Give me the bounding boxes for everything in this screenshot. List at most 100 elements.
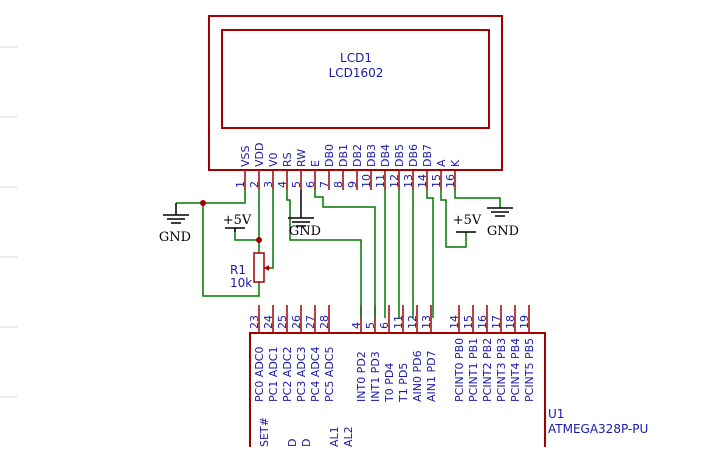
mcu-pin-name: PCINT5 PB5 bbox=[523, 338, 536, 402]
lcd-pin-name: VSS bbox=[239, 145, 252, 167]
lcd-pin-number: 15 bbox=[430, 174, 443, 188]
potentiometer-r1[interactable]: R1 10k bbox=[230, 252, 270, 290]
lcd-pin-number: 12 bbox=[388, 174, 401, 188]
lcd-pin-e: E6 bbox=[304, 160, 322, 190]
mcu-pin-name: PCINT0 PB0 bbox=[453, 338, 466, 402]
mcu-pin-name: PCINT4 PB4 bbox=[509, 338, 522, 402]
mcu-pin-name: PC4 ADC4 bbox=[309, 347, 322, 402]
mcu-pin-number: 25 bbox=[276, 315, 289, 329]
mcu-value-label: ATMEGA328P-PU bbox=[548, 422, 648, 436]
lcd-pin-number: 13 bbox=[402, 174, 415, 188]
mcu-pin-name: AIN1 PD7 bbox=[425, 350, 438, 402]
lcd-pin-k: K16 bbox=[444, 159, 462, 190]
lcd-pin-number: 1 bbox=[234, 181, 247, 188]
mcu-pin-number: 16 bbox=[476, 315, 489, 329]
svg-text:GND: GND bbox=[487, 224, 519, 239]
wire-db7-pd7 bbox=[426, 190, 434, 318]
lcd-pin-name: DB0 bbox=[323, 144, 336, 167]
svg-text:GND: GND bbox=[159, 230, 191, 245]
mcu-pin-number: 13 bbox=[420, 315, 433, 329]
wire-rs-pd2 bbox=[286, 190, 362, 318]
lcd-pin-name: K bbox=[449, 159, 462, 167]
lcd-pin-number: 2 bbox=[248, 181, 261, 188]
lcd-pin-vss: VSS 1 bbox=[234, 145, 252, 190]
vcc-symbol-left: +5V bbox=[223, 213, 252, 232]
mcu-pin-number: 6 bbox=[378, 322, 391, 329]
mcu-pin-name: PCINT3 PB3 bbox=[495, 338, 508, 402]
lcd-pin-name: DB7 bbox=[421, 144, 434, 167]
lcd-pin-number: 14 bbox=[416, 174, 429, 188]
junction-vdd bbox=[256, 237, 262, 243]
mcu-pin-name: PCINT2 PB2 bbox=[481, 338, 494, 402]
lcd-component[interactable]: LCD1 LCD1602 VSS1VDD2V03RS4RW5E6DB07DB18… bbox=[208, 15, 503, 190]
gnd-symbol-right: GND bbox=[487, 207, 519, 239]
mcu-pin-number: 17 bbox=[490, 315, 503, 329]
wire-5v-pot bbox=[234, 228, 260, 253]
wire-a-5v bbox=[440, 190, 467, 248]
mcu-body bbox=[249, 332, 546, 447]
lcd-screen bbox=[221, 29, 490, 129]
lcd-pin-vdd: VDD 2 bbox=[248, 143, 266, 190]
mcu-pin-6: 6T0 PD4 bbox=[378, 305, 396, 403]
background-grid bbox=[0, 46, 18, 398]
lcd-pin-name: VDD bbox=[253, 143, 266, 167]
wire-e-pd3 bbox=[314, 190, 376, 318]
vcc-symbol-right: +5V bbox=[453, 213, 482, 233]
lcd-pin-a: A15 bbox=[430, 159, 448, 190]
lcd-pin-name: DB4 bbox=[379, 144, 392, 167]
lcd-pin-name: DB3 bbox=[365, 144, 378, 167]
mcu-ref-label: U1 bbox=[548, 407, 564, 421]
lcd-pin-number: 4 bbox=[276, 181, 289, 188]
mcu-cut-label: D bbox=[300, 439, 313, 447]
lcd-pin-name: RW bbox=[295, 149, 308, 167]
mcu-pin-number: 11 bbox=[392, 315, 405, 329]
mcu-pin-number: 24 bbox=[262, 315, 275, 329]
lcd-pin-db3: DB3 10 bbox=[360, 144, 378, 190]
mcu-pin-number: 27 bbox=[304, 315, 317, 329]
lcd-pin-number: 3 bbox=[262, 181, 275, 188]
mcu-pin-number: 28 bbox=[318, 315, 331, 329]
svg-text:GND: GND bbox=[289, 224, 321, 239]
mcu-pin-number: 14 bbox=[448, 315, 461, 329]
lcd-pin-db7: DB7 14 bbox=[416, 144, 434, 190]
mcu-pin-name: INT1 PD3 bbox=[369, 351, 382, 402]
mcu-cut-label: AL2 bbox=[342, 426, 355, 447]
lcd-pin-number: 11 bbox=[374, 174, 387, 188]
lcd-pin-number: 9 bbox=[346, 181, 359, 188]
lcd-value-label: LCD1602 bbox=[329, 66, 384, 80]
lcd-pin-db4: DB4 11 bbox=[374, 144, 392, 190]
mcu-pin-name: PC5 ADC5 bbox=[323, 347, 336, 402]
lcd-pin-number: 10 bbox=[360, 174, 373, 188]
mcu-pin-11: 11 T1 PD5 bbox=[392, 305, 410, 403]
mcu-pin-name: T1 PD5 bbox=[397, 363, 410, 403]
mcu-pin-name: PCINT1 PB1 bbox=[467, 338, 480, 402]
lcd-pin-rs: RS4 bbox=[276, 152, 294, 190]
pot-body bbox=[253, 252, 265, 283]
lcd-pin-name: DB2 bbox=[351, 144, 364, 167]
lcd-pin-rw: RW5 bbox=[290, 149, 308, 190]
lcd-pin-number: 8 bbox=[332, 181, 345, 188]
lcd-outer-frame bbox=[208, 15, 503, 171]
svg-text:+5V: +5V bbox=[223, 213, 252, 228]
lcd-pins: VSS1VDD2V03RS4RW5E6DB07DB18DB29DB310DB41… bbox=[234, 143, 462, 190]
lcd-pin-name: DB6 bbox=[407, 144, 420, 167]
mcu-pin-number: 12 bbox=[406, 315, 419, 329]
mcu-pin-number: 23 bbox=[248, 315, 261, 329]
mcu-cut-label: D bbox=[286, 439, 299, 447]
